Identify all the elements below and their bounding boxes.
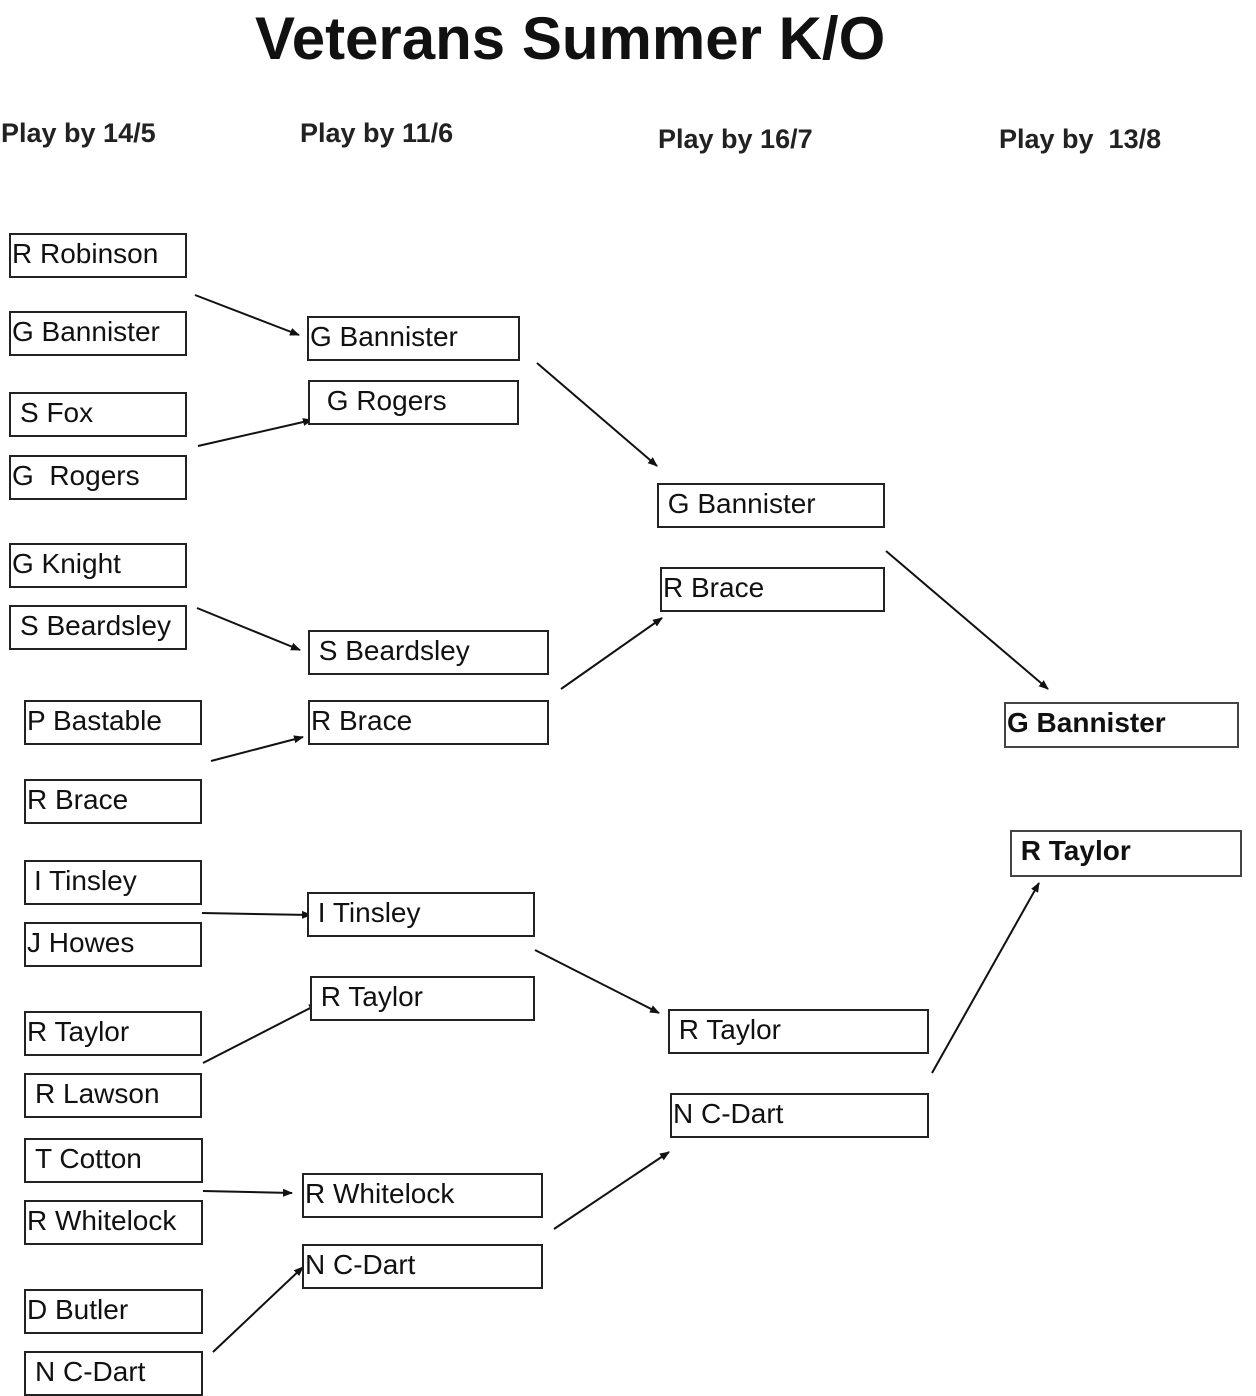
arrow [196,607,301,651]
player-round2: N C-Dart [302,1244,543,1289]
player-round2: G Rogers [308,380,519,425]
player-round1: D Butler [24,1289,203,1334]
arrow [194,294,300,336]
arrow [202,1188,293,1197]
player-round1: S Beardsley [9,605,187,650]
player-round2: G Bannister [307,316,520,361]
player-round1: N C-Dart [24,1351,203,1396]
player-round1: R Lawson [24,1073,202,1118]
player-round1: G Knight [9,543,187,588]
player-round1: I Tinsley [24,860,202,905]
player-round3: R Taylor [668,1009,929,1054]
arrow [201,910,312,919]
arrow [534,949,660,1014]
round-4-heading: Play by 13/8 [999,124,1162,154]
arrow [885,550,1049,690]
player-round1: R Whitelock [24,1200,203,1245]
player-round3: G Bannister [657,483,885,528]
player-round2: R Whitelock [302,1173,543,1218]
player-round2: S Beardsley [308,630,549,675]
round-3-heading: Play by 16/7 [658,124,813,154]
arrow [212,1266,304,1353]
finalist: R Taylor [1010,830,1242,877]
player-round1: S Fox [9,392,187,437]
finalist: G Bannister [1004,702,1239,748]
player-round3: N C-Dart [670,1093,929,1138]
player-round2: R Brace [308,700,549,745]
player-round1: J Howes [24,922,202,967]
round-1-heading: Play by 14/5 [1,118,156,148]
round-2-heading: Play by 11/6 [300,118,454,148]
player-round1: R Robinson [9,233,187,278]
player-round1: G Rogers [9,455,187,500]
player-round1: T Cotton [24,1138,203,1183]
player-round1: R Brace [24,779,202,824]
arrow [210,735,304,762]
player-round2: I Tinsley [307,892,535,937]
arrow [553,1151,670,1230]
player-round1: P Bastable [24,700,202,745]
player-round1: G Bannister [9,311,187,356]
player-round1: R Taylor [24,1011,202,1056]
player-round3: R Brace [660,567,885,612]
player-round2: R Taylor [310,976,535,1021]
arrow [560,617,663,690]
page-title: Veterans Summer K/O [255,5,886,72]
arrow [202,1003,319,1064]
arrow [931,882,1040,1074]
arrow [536,362,658,467]
arrow [197,418,313,447]
